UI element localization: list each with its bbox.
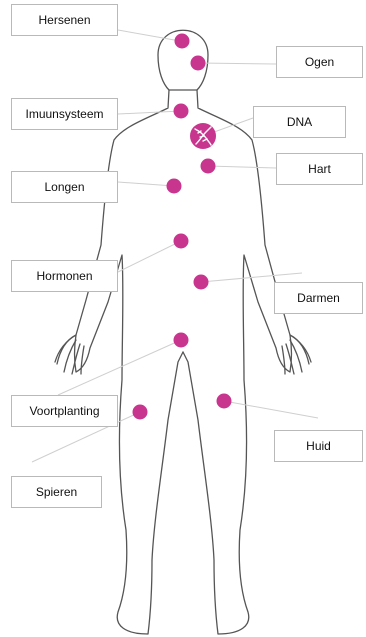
connector-imuunsysteem [118, 111, 181, 114]
marker-hersenen [175, 34, 190, 49]
label-darmen: Darmen [274, 282, 363, 314]
label-spieren-text: Spieren [36, 485, 77, 499]
marker-voortplanting [174, 333, 189, 348]
label-hersenen: Hersenen [11, 4, 118, 36]
label-imuunsysteem: Imuunsysteem [11, 98, 118, 130]
marker-hormonen [174, 234, 189, 249]
connector-hart [208, 166, 276, 168]
marker-ogen [191, 56, 206, 71]
label-longen-text: Longen [44, 180, 84, 194]
label-huid: Huid [274, 430, 363, 462]
label-hart-text: Hart [308, 162, 331, 176]
connector-voortplanting [58, 340, 181, 395]
label-hormonen-text: Hormonen [36, 269, 92, 283]
marker-darmen [194, 275, 209, 290]
label-dna: DNA [253, 106, 346, 138]
label-hormonen: Hormonen [11, 260, 118, 292]
label-darmen-text: Darmen [297, 291, 340, 305]
connector-ogen [199, 63, 276, 64]
label-ogen: Ogen [276, 46, 363, 78]
label-huid-text: Huid [306, 439, 331, 453]
label-voortplanting-text: Voortplanting [29, 404, 99, 418]
marker-imuunsysteem [174, 104, 189, 119]
organ-markers [133, 34, 232, 420]
label-longen: Longen [11, 171, 118, 203]
marker-longen [167, 179, 182, 194]
label-ogen-text: Ogen [305, 55, 334, 69]
label-hersenen-text: Hersenen [38, 13, 90, 27]
label-voortplanting: Voortplanting [11, 395, 118, 427]
marker-huid [217, 394, 232, 409]
label-dna-text: DNA [287, 115, 312, 129]
label-imuunsysteem-text: Imuunsysteem [25, 107, 103, 121]
connector-hersenen [118, 30, 180, 41]
marker-hart [201, 159, 216, 174]
dna-helix-icon [190, 123, 216, 149]
connector-longen [118, 182, 174, 186]
marker-spieren [133, 405, 148, 420]
connector-hormonen [118, 241, 181, 272]
connector-huid [224, 401, 318, 418]
label-spieren: Spieren [11, 476, 102, 508]
label-hart: Hart [276, 153, 363, 185]
